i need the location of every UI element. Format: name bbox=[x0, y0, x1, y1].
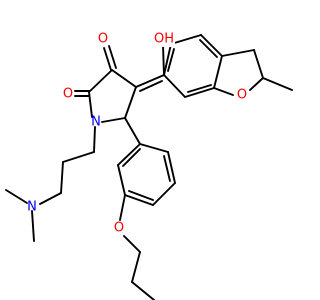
bond bbox=[123, 235, 141, 253]
bond bbox=[93, 126, 96, 153]
bond bbox=[167, 48, 175, 72]
bond bbox=[213, 55, 223, 89]
bond bbox=[170, 34, 202, 45]
ketone-oxygen-left: O bbox=[63, 87, 73, 102]
ring-nitrogen-label: N bbox=[91, 115, 101, 130]
furan-oxygen-label: O bbox=[237, 88, 247, 103]
bond bbox=[187, 84, 212, 93]
bond bbox=[119, 194, 126, 221]
label-background bbox=[153, 31, 175, 47]
bond bbox=[111, 69, 137, 88]
bond bbox=[103, 47, 112, 71]
bond bbox=[108, 45, 117, 69]
bond bbox=[128, 190, 154, 201]
ketone-oxygen-left-label: O bbox=[63, 87, 73, 102]
bond bbox=[88, 69, 113, 93]
amine-nitrogen-label: N bbox=[27, 200, 37, 215]
bond bbox=[249, 77, 264, 91]
bond bbox=[117, 164, 126, 196]
bond bbox=[139, 143, 169, 153]
bond bbox=[131, 281, 155, 300]
ring-nitrogen: N bbox=[91, 115, 101, 130]
ether-oxygen: O bbox=[114, 221, 124, 236]
bond bbox=[5, 189, 28, 204]
hydroxyl-group: OH bbox=[153, 31, 175, 47]
amine-nitrogen: N bbox=[27, 200, 37, 215]
bond bbox=[117, 143, 141, 166]
bond bbox=[124, 117, 141, 145]
bond bbox=[199, 39, 218, 58]
bond bbox=[200, 34, 223, 57]
bonds bbox=[5, 34, 293, 300]
bond bbox=[122, 148, 141, 167]
bond bbox=[135, 74, 165, 88]
bond bbox=[162, 44, 165, 76]
furan-oxygen: O bbox=[237, 88, 247, 103]
bond bbox=[60, 161, 64, 194]
bond bbox=[62, 151, 95, 163]
bond bbox=[31, 210, 35, 242]
bond bbox=[131, 251, 141, 283]
bond bbox=[163, 43, 172, 76]
bond bbox=[262, 77, 293, 91]
bond bbox=[213, 87, 234, 96]
bond bbox=[163, 74, 186, 98]
bond bbox=[184, 87, 215, 98]
ether-oxygen-label: O bbox=[114, 221, 124, 236]
ketone-oxygen-top: O bbox=[98, 32, 108, 47]
ketone-oxygen-top-label: O bbox=[98, 32, 108, 47]
bond bbox=[253, 49, 264, 79]
atom-labels: OH O O N N O O bbox=[27, 31, 247, 236]
bond bbox=[152, 182, 176, 206]
molecule-diagram: OH O O N N O O bbox=[5, 31, 293, 300]
bond bbox=[163, 155, 171, 182]
bond bbox=[124, 194, 154, 206]
bond bbox=[221, 49, 255, 57]
bond bbox=[167, 151, 176, 184]
hydroxyl-label: OH bbox=[154, 32, 174, 47]
bond bbox=[124, 86, 137, 119]
structure-canvas: OH O O N N O O bbox=[5, 31, 293, 300]
bond bbox=[139, 80, 163, 92]
bond bbox=[39, 192, 62, 205]
bond bbox=[101, 117, 126, 123]
